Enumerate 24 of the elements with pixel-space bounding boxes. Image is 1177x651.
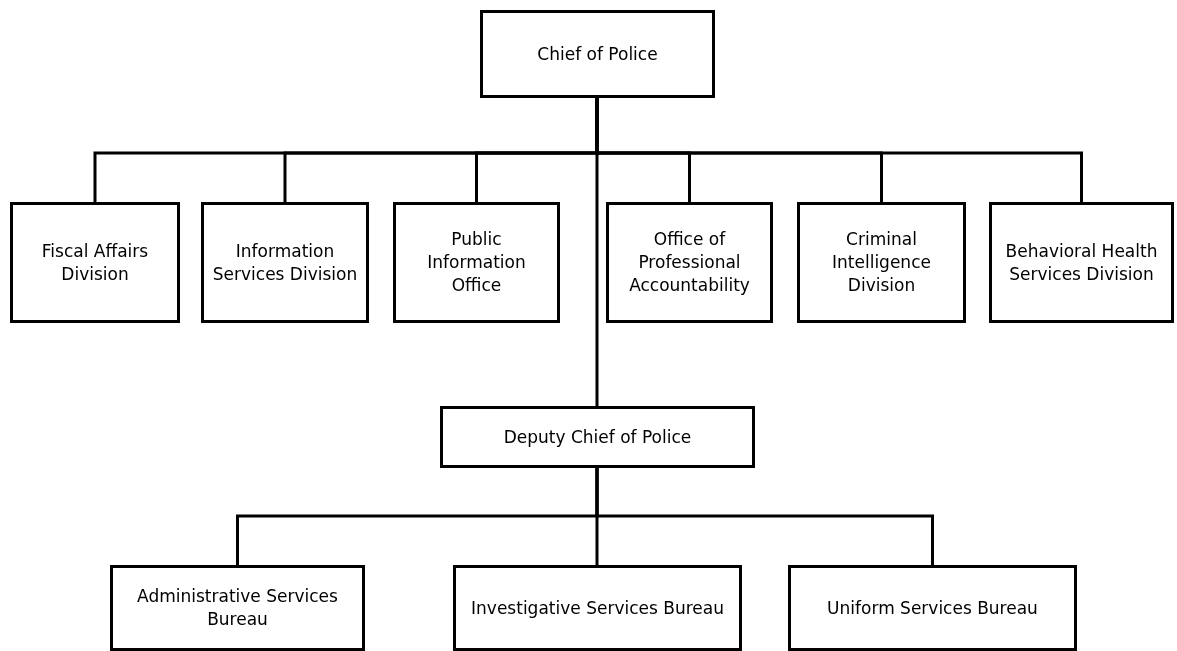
unit-name: Fiscal Affairs Division (40, 239, 150, 286)
unit-name: Office of Professional Accountability (628, 228, 751, 297)
unit-name: Criminal Intelligence Division (831, 228, 932, 297)
unit-name: Public Information Office (426, 228, 527, 297)
org-box (989, 202, 1174, 323)
org-box (201, 202, 369, 323)
org-box (453, 565, 742, 651)
unit-name: Investigative Services Bureau (471, 596, 724, 620)
org-box (797, 202, 966, 323)
connector-line (595, 98, 599, 406)
unit-name: Chief of Police (537, 42, 658, 66)
unit-name: Behavioral Health Services Division (1004, 239, 1159, 286)
org-box (393, 202, 560, 323)
connector-line (595, 468, 934, 565)
org-box (10, 202, 180, 323)
unit-name: Information Services Division (211, 239, 359, 286)
org-box (440, 406, 755, 468)
org-box (480, 10, 715, 98)
org-box (606, 202, 773, 323)
unit-name: Uniform Services Bureau (827, 596, 1038, 620)
unit-name: Deputy Chief of Police (503, 425, 692, 449)
unit-name: Administrative Services Bureau (136, 585, 339, 631)
org-box (110, 565, 365, 651)
org-box (788, 565, 1077, 651)
